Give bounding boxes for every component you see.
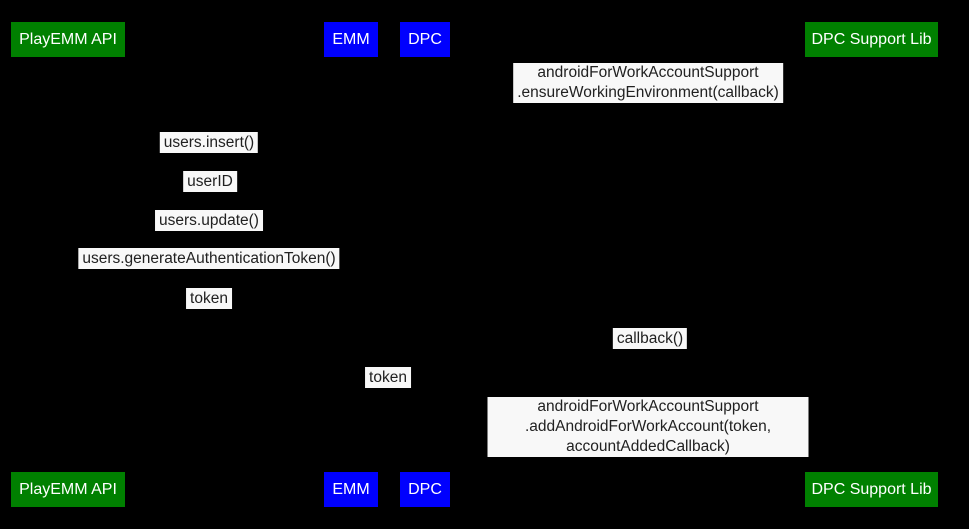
message-callback: callback() <box>612 328 688 349</box>
actor-emm-bottom: EMM <box>324 472 378 507</box>
message-user-id: userID <box>183 171 237 192</box>
message-add-android-for-work-account: androidForWorkAccountSupport .addAndroid… <box>487 397 809 457</box>
actor-dpc-bottom: DPC <box>400 472 450 507</box>
message-token-forward: token <box>365 367 411 388</box>
message-users-insert: users.insert() <box>159 132 259 153</box>
message-users-update: users.update() <box>155 210 263 231</box>
actor-dpc-top: DPC <box>400 22 450 57</box>
message-generate-auth-token: users.generateAuthenticationToken() <box>78 248 340 269</box>
actor-playemm-api-top: PlayEMM API <box>11 22 125 57</box>
actor-dpc-support-lib-top: DPC Support Lib <box>805 22 938 57</box>
actor-playemm-api-bottom: PlayEMM API <box>11 472 125 507</box>
message-ensure-working-environment: androidForWorkAccountSupport .ensureWork… <box>513 63 783 103</box>
actor-dpc-support-lib-bottom: DPC Support Lib <box>805 472 938 507</box>
message-token-response: token <box>186 288 232 309</box>
actor-emm-top: EMM <box>324 22 378 57</box>
